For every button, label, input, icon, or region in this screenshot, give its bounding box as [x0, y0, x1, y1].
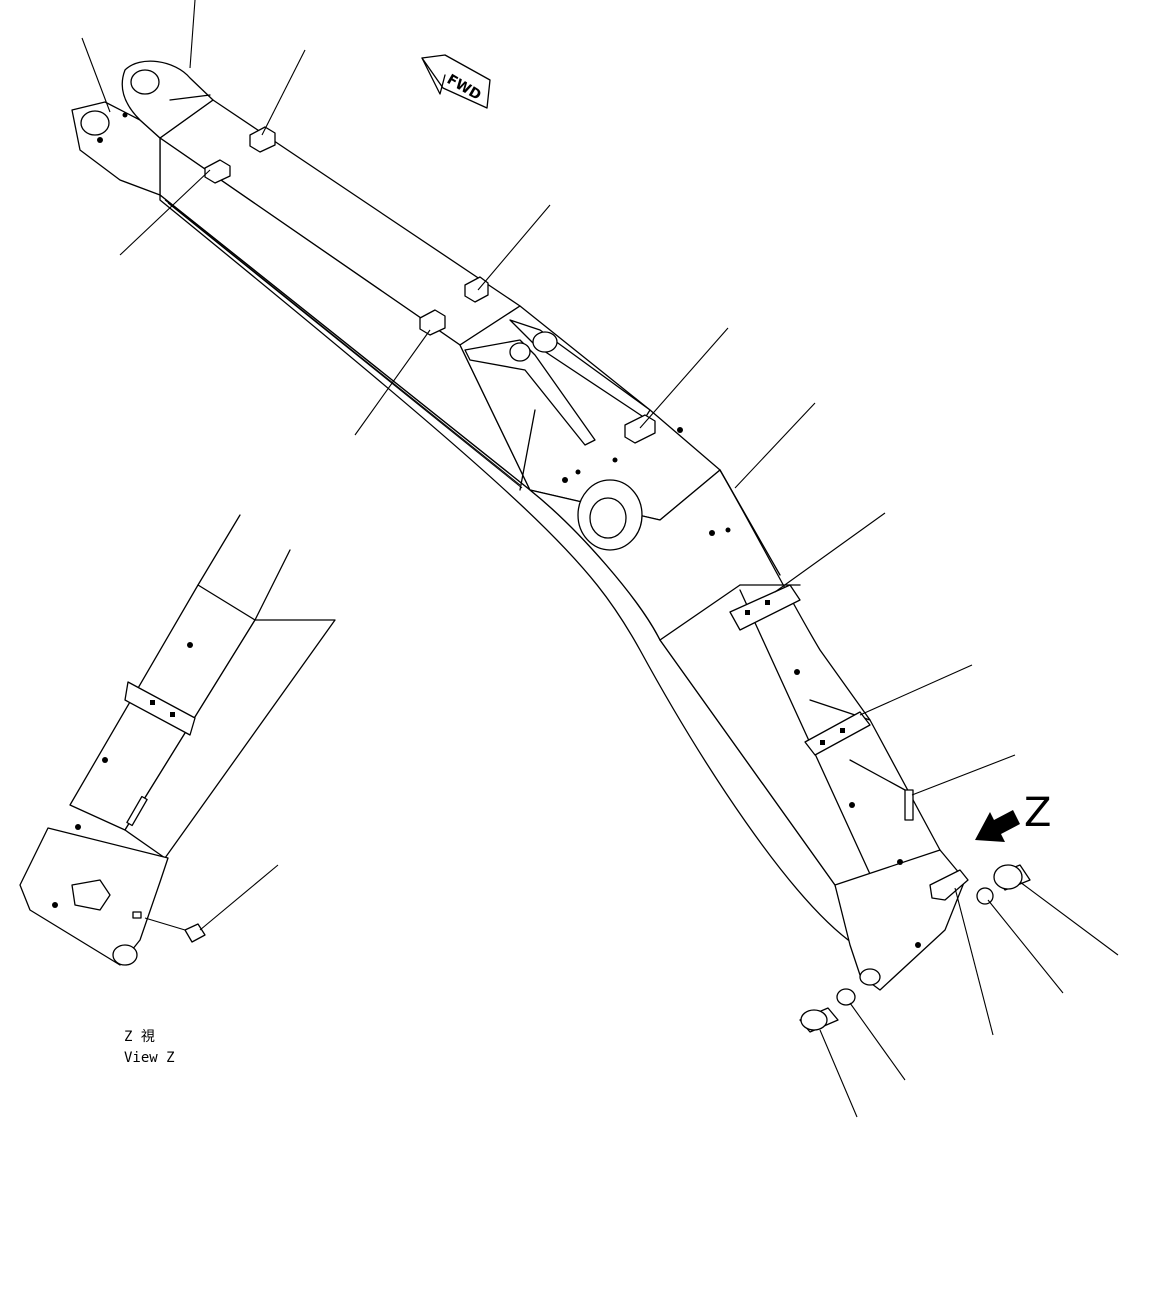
inset-caption-line2: View Z: [124, 1050, 175, 1066]
inset-caption: Z 視 View Z: [124, 1029, 175, 1066]
boom-main: [71, 60, 969, 991]
view-arrow-icon: [975, 810, 1020, 842]
view-z-arrow: Z: [975, 790, 1051, 842]
inset-caption-line1: Z 視: [124, 1029, 155, 1045]
fwd-direction-sign: FWD: [421, 54, 491, 109]
leader-lines: [81, 0, 1119, 1118]
boom-foot-bushings: [799, 864, 1031, 1033]
view-z-inset: [19, 514, 336, 966]
view-arrow-label: Z: [1024, 790, 1051, 836]
